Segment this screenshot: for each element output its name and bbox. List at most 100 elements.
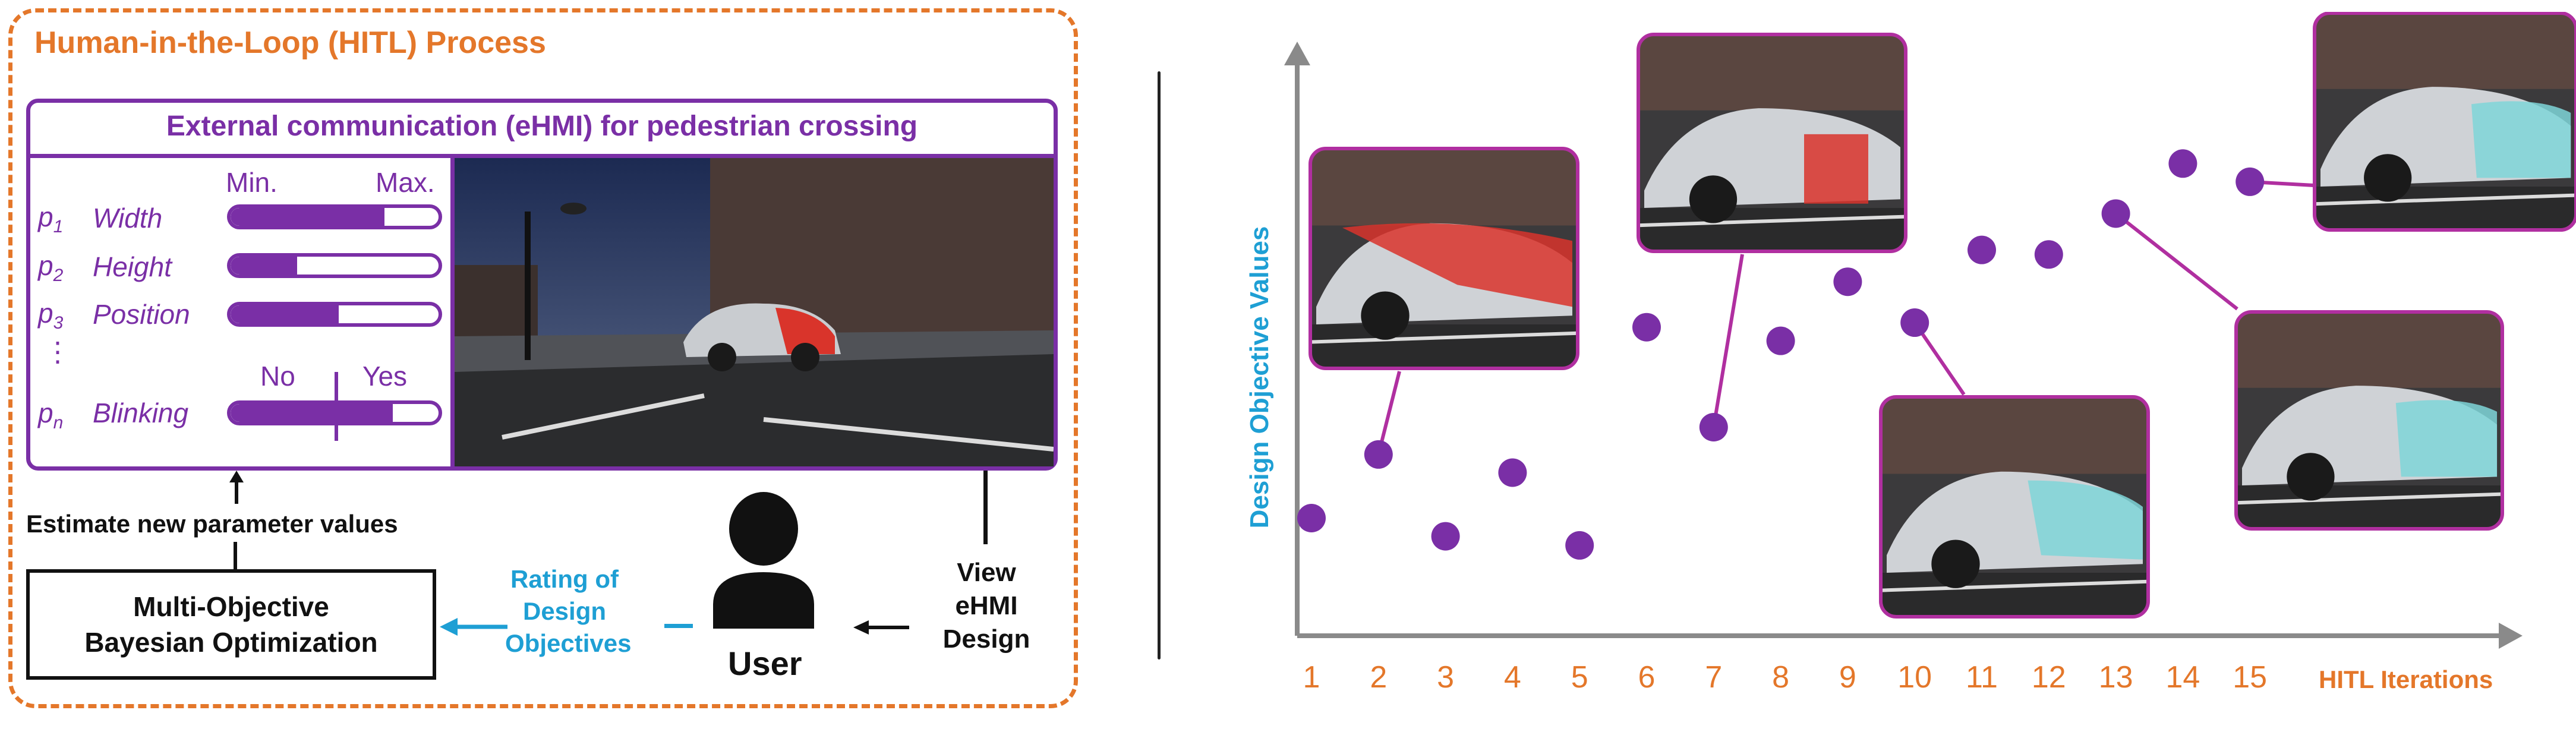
- toggle-yes-label: Yes: [362, 361, 408, 392]
- optimizer-box: Multi-Objective Bayesian Optimization: [26, 569, 436, 680]
- data-point-9: [1833, 267, 1862, 296]
- ehmi-thumbnail-13: [2234, 310, 2504, 531]
- thumbnail-road: [1881, 573, 2148, 617]
- data-point-14: [2168, 149, 2197, 178]
- x-tick-label: 12: [2031, 660, 2066, 695]
- thumbnail-image: [1881, 397, 2148, 617]
- view-connector: [983, 471, 988, 544]
- thumbnail-wheel: [1931, 539, 1980, 588]
- data-point-10: [1900, 308, 1929, 337]
- scatter-chart: [1284, 12, 2576, 649]
- thumbnail-lane: [2236, 492, 2502, 505]
- car-with-ehmi: [683, 303, 841, 371]
- data-point-1: [1297, 504, 1326, 532]
- panel-divider: [450, 158, 455, 471]
- connector-line: [234, 542, 237, 569]
- thumbnail-image: [2236, 312, 2502, 529]
- y-axis-arrow-icon: [1284, 42, 1310, 65]
- param-name-blinking: Blinking: [93, 397, 189, 428]
- x-tick-label: 1: [1303, 660, 1320, 695]
- thumbnail-wall: [2315, 13, 2576, 89]
- x-tick-label: 8: [1772, 660, 1790, 695]
- optimizer-line-1: Multi-Objective: [133, 591, 329, 622]
- x-axis-arrow-icon: [2499, 623, 2523, 649]
- thumbnail-road: [2315, 187, 2576, 230]
- thumbnail-wall: [1310, 149, 1578, 226]
- data-point-12: [2034, 240, 2063, 269]
- ehmi-thumbnail-2: [1309, 147, 1579, 370]
- param-symbol-2: p2: [38, 250, 64, 286]
- x-tick-label: 5: [1571, 660, 1588, 695]
- view-label: View eHMI Design: [942, 558, 1030, 654]
- y-axis-label: Design Objective Values: [1245, 226, 1274, 529]
- ehmi-thumbnail-15: [2313, 12, 2576, 232]
- ehmi-thumbnail-7: [1637, 33, 1907, 253]
- x-tick-label: 4: [1503, 660, 1521, 695]
- thumbnail-connector: [2114, 212, 2238, 311]
- toggle-no-label: No: [260, 361, 295, 392]
- param-name-position: Position: [93, 299, 190, 330]
- street-scene: [455, 158, 1054, 466]
- x-tick-label: 11: [1966, 660, 1998, 695]
- x-tick-label: 14: [2165, 660, 2200, 695]
- thumbnail-image: [1310, 149, 1578, 368]
- estimate-label: Estimate new parameter values: [26, 510, 398, 538]
- param-name-height: Height: [93, 251, 172, 282]
- thumbnail-connector: [1711, 254, 1744, 428]
- data-point-2: [1364, 440, 1393, 469]
- slider-min-label: Min.: [226, 167, 278, 198]
- thumbnail-wheel: [1361, 291, 1410, 340]
- slider-position[interactable]: [227, 302, 442, 327]
- thumbnail-image: [1638, 34, 1906, 251]
- slider-width[interactable]: [227, 204, 442, 229]
- thumbnail-wheel: [2364, 154, 2412, 202]
- data-point-5: [1565, 531, 1594, 560]
- ehmi-scene-render: [455, 158, 1054, 466]
- thumbnail-wheel: [2287, 453, 2335, 501]
- thumbnail-wall: [1638, 34, 1906, 111]
- x-tick-label: 13: [2098, 660, 2133, 695]
- x-tick-label: 2: [1370, 660, 1388, 695]
- user-label: User: [728, 645, 802, 682]
- slider-fill: [231, 404, 393, 422]
- thumbnail-wall: [1881, 397, 2148, 474]
- x-axis-label: HITL Iterations: [2319, 665, 2493, 693]
- toggle-divider: [335, 372, 338, 441]
- data-point-8: [1766, 326, 1795, 355]
- hitl-title: Human-in-the-Loop (HITL) Process: [34, 26, 546, 60]
- slider-height[interactable]: [227, 253, 442, 278]
- param-symbol-3: p3: [38, 298, 64, 333]
- arrow-left-icon: [440, 618, 507, 636]
- thumbnail-road: [2236, 485, 2502, 529]
- thumbnail-border: [2313, 12, 2576, 232]
- slider-fill: [231, 305, 339, 323]
- thumbnail-border: [1637, 33, 1907, 253]
- thumbnail-ehmi-light: [1342, 223, 1572, 307]
- thumbnail-ehmi-light: [2028, 480, 2143, 560]
- thumbnail-road: [1310, 324, 1578, 368]
- person-silhouette-icon: [713, 492, 814, 629]
- arrow-up-icon: [229, 471, 244, 504]
- ehmi-panel: [26, 99, 1058, 471]
- slider-fill: [231, 208, 384, 226]
- x-tick-label: 9: [1839, 660, 1856, 695]
- data-point-3: [1431, 522, 1460, 551]
- thumbnail-connector: [1913, 321, 1966, 396]
- thumbnail-lane: [1310, 331, 1578, 344]
- x-tick-label: 15: [2233, 660, 2268, 695]
- thumbnail-lane: [2315, 193, 2576, 206]
- data-point-11: [1968, 235, 1996, 264]
- thumbnail-wall: [2236, 312, 2502, 388]
- slider-max-label: Max.: [376, 167, 435, 198]
- thumbnail-border: [2234, 310, 2504, 531]
- thumbnail-ehmi-light: [2471, 101, 2571, 178]
- thumbnail-ehmi-light: [1804, 134, 1868, 204]
- param-symbol-n: pn: [38, 397, 64, 433]
- thumbnail-ehmi-light: [2395, 400, 2498, 477]
- ehmi-thumbnail-10: [1879, 395, 2150, 619]
- thumbnail-border: [1309, 147, 1579, 370]
- thumbnail-image: [2315, 13, 2576, 230]
- x-tick-label: 6: [1638, 660, 1656, 695]
- more-params-ellipsis: ⋮: [44, 336, 71, 367]
- thumbnail-border: [1879, 395, 2150, 619]
